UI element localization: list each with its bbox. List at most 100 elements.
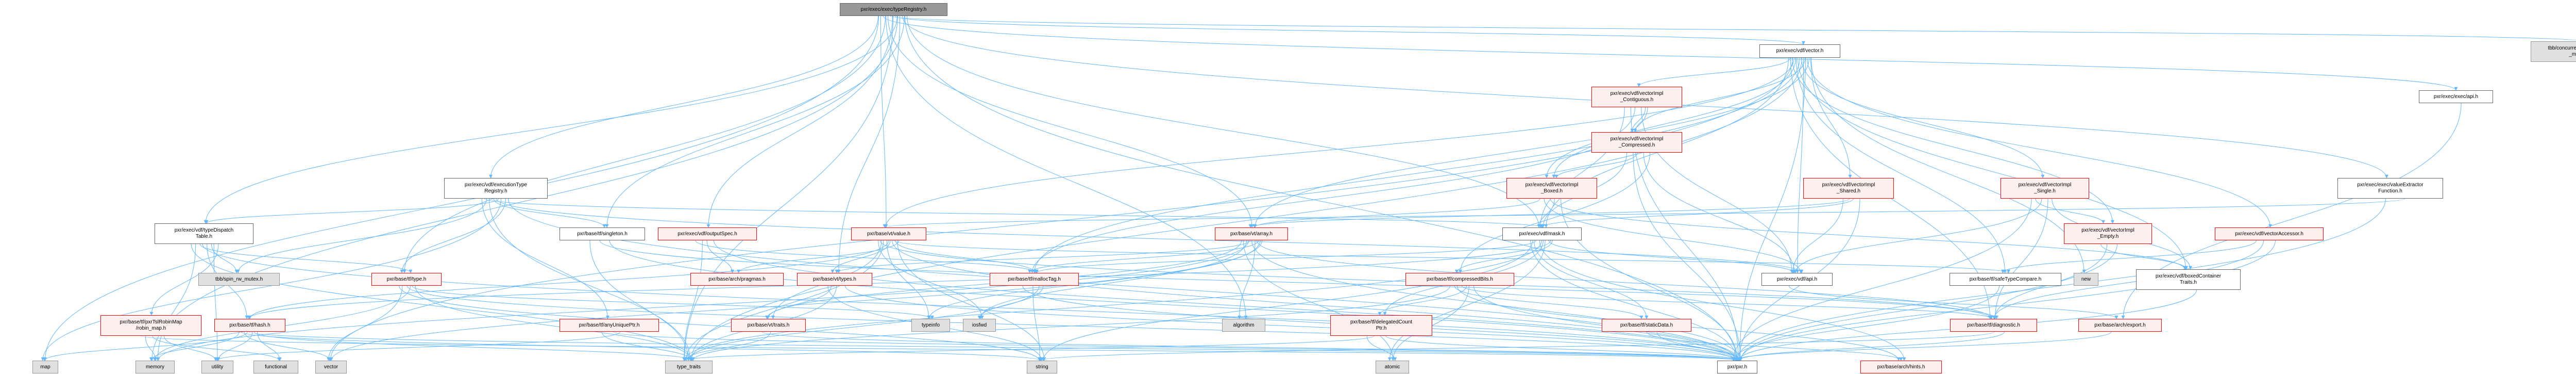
node-value[interactable]: pxr/base/vt/value.h <box>851 227 926 240</box>
edge-single-to-diagnostic <box>1993 198 2048 319</box>
node-type-registry[interactable]: pxr/exec/exec/typeRegistry.h <box>840 3 947 16</box>
node-map[interactable]: map <box>32 361 58 373</box>
node-export[interactable]: pxr/base/arch/export.h <box>2078 319 2162 332</box>
edge-typeRegistry-to-typeTraits <box>683 15 893 361</box>
edge-robinMap-to-functional <box>152 335 281 361</box>
node-diagnostic[interactable]: pxr/base/tf/diagnostic.h <box>1950 319 2037 332</box>
node-static-data[interactable]: pxr/base/tf/staticData.h <box>1602 319 1691 332</box>
edge-mask-to-compressedBits <box>1455 240 1553 273</box>
edge-executionTypeRegistry-to-typeDispatchTable <box>205 198 499 224</box>
edge-vectorH-to-contiguous <box>1637 57 1791 87</box>
node-spin-mutex[interactable]: tbb/spin_rw_mutex.h <box>198 273 280 286</box>
node-type-traits[interactable]: type_traits <box>665 361 713 373</box>
node-vector-std[interactable]: vector <box>315 361 347 373</box>
node-typeinfo[interactable]: typeinfo <box>911 319 950 332</box>
node-pxr[interactable]: pxr/pxr.h <box>1717 361 1757 373</box>
edge-executionTypeRegistry-to-spinMutex <box>236 198 487 273</box>
edge-robinMap-to-utility <box>163 335 217 361</box>
edge-typeRegistry-to-type <box>402 15 886 273</box>
edge-typeRegistry-to-singleton <box>605 15 905 228</box>
node-array[interactable]: pxr/base/vt/array.h <box>1215 227 1288 240</box>
node-types[interactable]: pxr/base/vt/types.h <box>797 273 872 286</box>
edge-types-to-pxr <box>844 285 1736 361</box>
edge-vectorH-to-value <box>884 57 1795 228</box>
edge-array-to-diagnostic <box>1257 240 1993 319</box>
edge-type-to-vectorStd <box>327 285 403 361</box>
node-singleton[interactable]: pxr/base/tf/singleton.h <box>560 227 645 240</box>
edge-vectorAccessor-to-diagnostic <box>1992 240 2264 319</box>
node-any-unique-ptr[interactable]: pxr/base/tf/anyUniquePtr.h <box>560 319 659 332</box>
edge-vectorH-to-single <box>1801 57 2045 178</box>
node-concurrent-map[interactable]: tbb/concurrent_unordered _map.h <box>2531 41 2576 62</box>
edge-outputSpec-to-typeTraits <box>682 240 703 361</box>
node-vector-accessor[interactable]: pxr/exec/vdf/vectorAccessor.h <box>2215 227 2324 240</box>
node-vector-h[interactable]: pxr/exec/vdf/vector.h <box>1759 44 1840 58</box>
edge-typeDispatchTable-to-typeTraits <box>191 243 693 361</box>
edge-executionTypeRegistry-to-mask <box>484 198 1545 228</box>
edge-mask-to-typeTraits <box>683 240 1542 361</box>
node-vdf-api[interactable]: pxr/exec/vdf/api.h <box>1761 273 1833 286</box>
node-shared[interactable]: pxr/exec/vdf/vectorImpl _Shared.h <box>1803 178 1894 199</box>
edge-typeDispatchTable-to-memory <box>156 243 196 361</box>
node-malloc-tag[interactable]: pxr/base/tf/mallocTag.h <box>990 273 1079 286</box>
edge-anyUniquePtr-to-typeTraits <box>601 331 693 361</box>
edge-mask-to-atomic <box>1387 240 1546 361</box>
node-safe-type-compare[interactable]: pxr/base/tf/safeTypeCompare.h <box>1950 273 2061 286</box>
node-mask[interactable]: pxr/exec/vdf/mask.h <box>1502 227 1582 240</box>
edge-typeRegistry-to-array <box>888 15 1254 228</box>
node-robin-map[interactable]: pxr/base/tf/pxrTslRobinMap /robin_map.h <box>100 315 201 336</box>
node-output-spec[interactable]: pxr/exec/vdf/outputSpec.h <box>658 227 757 240</box>
edge-mask-to-string <box>1041 240 1533 361</box>
node-type-dispatch-table[interactable]: pxr/exec/vdf/typeDispatch Table.h <box>155 223 253 244</box>
node-hash[interactable]: pxr/base/tf/hash.h <box>214 319 285 332</box>
node-compressed[interactable]: pxr/exec/vdf/vectorImpl _Compressed.h <box>1591 132 1682 153</box>
edge-hash-to-utility <box>216 331 253 361</box>
edge-typeRegistry-to-vectorH <box>895 15 1805 45</box>
node-boxed-container-traits[interactable]: pxr/exec/vdf/boxedContainer Traits.h <box>2136 269 2241 290</box>
node-single[interactable]: pxr/exec/vdf/vectorImpl _Single.h <box>2001 178 2089 199</box>
node-hints[interactable]: pxr/base/arch/hints.h <box>1860 361 1942 373</box>
edge-type-to-pxr <box>406 285 1738 361</box>
edge-mallocTag-to-typeTraits <box>686 285 1040 361</box>
node-utility[interactable]: utility <box>201 361 233 373</box>
node-execution-type-registry[interactable]: pxr/exec/vdf/executionType Registry.h <box>444 178 548 199</box>
node-contiguous[interactable]: pxr/exec/vdf/vectorImpl _Contiguous.h <box>1591 87 1682 107</box>
node-string[interactable]: string <box>1027 361 1057 373</box>
edge-value-to-safeTypeCompare <box>893 240 2010 273</box>
edge-mask-to-hash <box>247 240 1551 319</box>
edge-mask-to-mallocTag <box>1035 240 1536 273</box>
edge-vectorH-to-compressed <box>1633 57 1806 133</box>
node-functional[interactable]: functional <box>253 361 298 373</box>
edge-valueExtractor-to-value <box>883 198 2405 228</box>
edge-empty-to-boxedContainerTraits <box>2100 243 2188 270</box>
node-value-extractor[interactable]: pxr/exec/exec/valueExtractor Function.h <box>2337 178 2443 199</box>
node-compressed-bits[interactable]: pxr/base/tf/compressedBits.h <box>1405 273 1514 286</box>
node-iosfwd[interactable]: iosfwd <box>963 319 996 332</box>
node-new[interactable]: new <box>2074 273 2098 286</box>
edge-outputSpec-to-pxr <box>713 240 1738 361</box>
node-traits[interactable]: pxr/base/vt/traits.h <box>731 319 806 332</box>
edge-compressed-to-vdfApi <box>1643 152 1797 273</box>
node-algorithm[interactable]: algorithm <box>1222 319 1265 332</box>
edge-array-to-memory <box>156 240 1249 361</box>
edge-hash-to-functional <box>257 331 282 361</box>
node-exec-api[interactable]: pxr/exec/exec/api.h <box>2419 90 2493 103</box>
node-delegated-count-ptr[interactable]: pxr/base/tf/delegatedCount Ptr.h <box>1330 315 1432 336</box>
edge-shared-to-vdfApi <box>1791 198 1843 273</box>
edge-mallocTag-to-string <box>1032 285 1042 361</box>
node-memory[interactable]: memory <box>135 361 175 373</box>
edge-boxed-to-boxedContainerTraits <box>1550 198 2187 270</box>
node-boxed[interactable]: pxr/exec/vdf/vectorImpl _Boxed.h <box>1506 178 1597 199</box>
edge-value-to-typeTraits <box>684 240 884 361</box>
edge-vectorH-to-shared <box>1810 57 1852 178</box>
edge-shared-to-mask <box>1539 198 1854 228</box>
edge-vectorH-to-pxr <box>1738 57 1806 361</box>
node-type[interactable]: pxr/base/tf/type.h <box>371 273 442 286</box>
node-empty[interactable]: pxr/exec/vdf/vectorImpl _Empty.h <box>2064 223 2152 244</box>
edge-mask-to-vdfApi <box>1548 240 1795 273</box>
edge-outputSpec-to-mallocTag <box>695 240 1038 273</box>
edge-contiguous-to-compressed <box>1630 107 1646 133</box>
edge-executionTypeRegistry-to-typeTraits <box>489 198 692 361</box>
node-pragmas[interactable]: pxr/base/arch/pragmas.h <box>690 273 784 286</box>
node-atomic[interactable]: atomic <box>1376 361 1409 373</box>
